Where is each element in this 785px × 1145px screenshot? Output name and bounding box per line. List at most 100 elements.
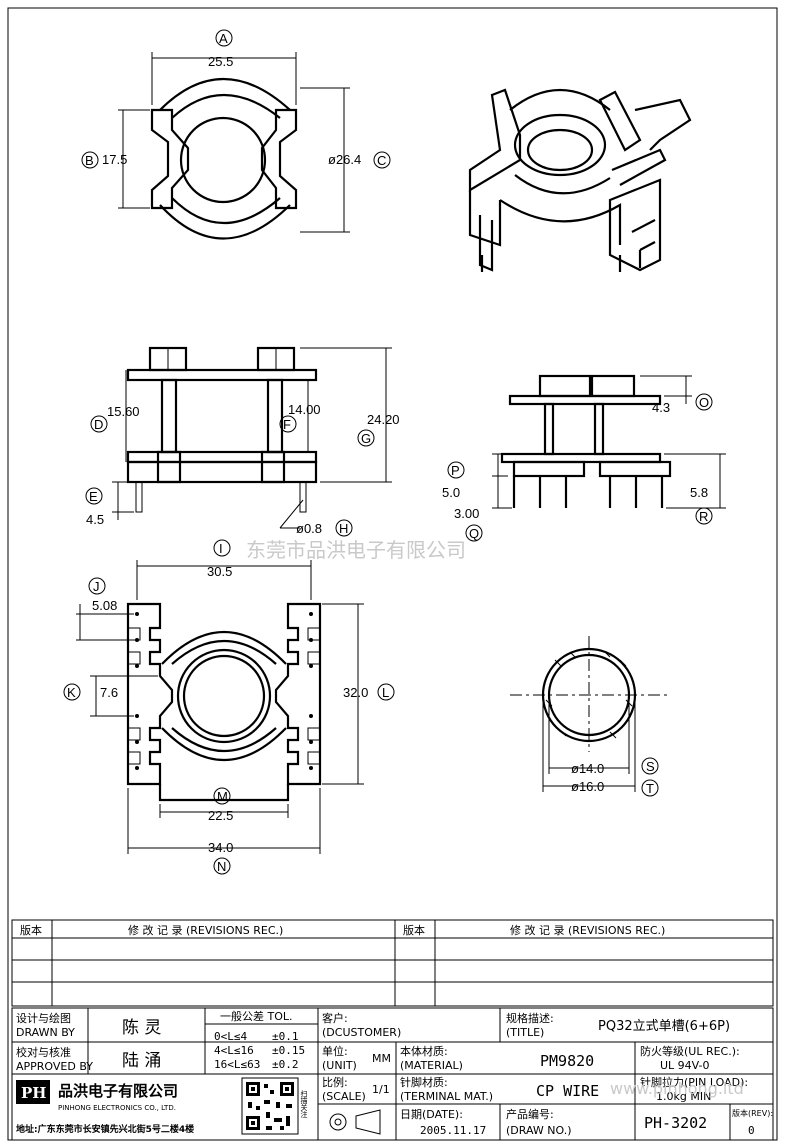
scale-label-en: (SCALE) bbox=[322, 1090, 366, 1103]
side-view: 4.3 O P 5.0 3.00 Q 5.8 R bbox=[442, 374, 726, 542]
tol-1-value: ±0.1 bbox=[272, 1030, 299, 1043]
label-M: M bbox=[217, 789, 228, 804]
rev-label: 版本(REV): bbox=[732, 1108, 773, 1118]
label-I: I bbox=[219, 541, 223, 556]
dim-I-value: 30.5 bbox=[207, 564, 232, 579]
material-value: PM9820 bbox=[540, 1052, 594, 1070]
label-E: E bbox=[89, 489, 98, 504]
top-view-lower-arc bbox=[159, 204, 291, 240]
qr-caption: 扫描关注 bbox=[300, 1089, 308, 1119]
dim-A-value: 25.5 bbox=[208, 54, 233, 69]
dim-E-value: 4.5 bbox=[86, 512, 104, 527]
dim-F-value: 14.00 bbox=[288, 402, 321, 417]
label-D: D bbox=[94, 417, 103, 432]
date-value: 2005.11.17 bbox=[420, 1124, 486, 1137]
dim-R-value: 5.8 bbox=[690, 485, 708, 500]
drawno-label-en: (DRAW NO.) bbox=[506, 1124, 571, 1137]
material-label-en: (MATERIAL) bbox=[400, 1059, 463, 1072]
top-view-upper-arc bbox=[159, 78, 291, 111]
label-O: O bbox=[699, 395, 709, 410]
dim-T-value: ø16.0 bbox=[571, 779, 604, 794]
pin-load-label: 针脚拉力(PIN LOAD): bbox=[640, 1075, 748, 1089]
unit-label-cn: 单位: bbox=[322, 1044, 348, 1058]
rev-value: 0 bbox=[748, 1124, 755, 1137]
fire-value: UL 94V-0 bbox=[660, 1059, 710, 1072]
unit-value: MM bbox=[372, 1052, 391, 1065]
isometric-view bbox=[468, 88, 692, 272]
dim-H-value: ø0.8 bbox=[296, 521, 322, 536]
label-N: N bbox=[217, 859, 226, 874]
label-C: C bbox=[377, 153, 386, 168]
dim-Q-value: 3.00 bbox=[454, 506, 479, 521]
customer-label-cn: 客户: bbox=[322, 1011, 348, 1025]
tol-2-range: 4<L≤16 bbox=[214, 1044, 254, 1057]
right-pin-rail bbox=[274, 602, 322, 786]
fire-label: 防火等级(UL REC.): bbox=[640, 1044, 740, 1058]
terminal-value: CP WIRE bbox=[536, 1082, 599, 1100]
front-view: 15.60 D 14.00 F 24.20 G 4.5 E ø0.8 H bbox=[85, 346, 400, 537]
projection-symbol-circle bbox=[329, 1113, 347, 1131]
dim-O-value: 4.3 bbox=[652, 400, 670, 415]
bottom-view: 30.5 I 5.08 J 7.6 K 32.0 L 22.5 M 3 bbox=[63, 539, 395, 875]
terminal-label-cn: 针脚材质: bbox=[400, 1075, 448, 1089]
scale-label-cn: 比例: bbox=[322, 1075, 348, 1089]
watermark: 东莞市品洪电子有限公司 bbox=[246, 538, 466, 562]
section-view: ø14.0 ø16.0 S T bbox=[510, 636, 668, 797]
bottom-view-bore-inner bbox=[182, 654, 266, 738]
label-F: F bbox=[283, 417, 291, 432]
drawno-value: PH-3202 bbox=[644, 1114, 707, 1132]
approved-label-en: APPROVED BY bbox=[16, 1060, 93, 1073]
tol-1-range: 0<L≤4 bbox=[214, 1030, 247, 1043]
company-logo-text: PH bbox=[21, 1084, 46, 1102]
rev-col1-header: 版本 bbox=[20, 923, 42, 937]
rev-col3-header: 版本 bbox=[403, 923, 425, 937]
label-Q: Q bbox=[469, 526, 479, 541]
dim-M-value: 22.5 bbox=[208, 808, 233, 823]
company-name: 品洪电子有限公司 bbox=[58, 1082, 178, 1100]
dim-J-value: 5.08 bbox=[92, 598, 117, 613]
company-en: PINHONG ELECTRONICS CO., LTD. bbox=[58, 1104, 176, 1112]
company-logo bbox=[16, 1080, 50, 1104]
dim-L-value: 32.0 bbox=[343, 685, 368, 700]
pin-load-value: 1.0kg MIN bbox=[656, 1090, 711, 1103]
label-G: G bbox=[361, 431, 371, 446]
label-S: S bbox=[646, 759, 655, 774]
rev-col2-header: 修 改 记 录 (REVISIONS REC.) bbox=[128, 923, 283, 937]
drawn-label-en: DRAWN BY bbox=[16, 1026, 75, 1039]
dim-B-value: 17.5 bbox=[102, 152, 127, 167]
label-J: J bbox=[93, 579, 100, 594]
top-view-right-flange bbox=[260, 108, 298, 210]
label-R: R bbox=[699, 509, 708, 524]
date-label: 日期(DATE): bbox=[400, 1108, 463, 1121]
customer-label-en: (DCUSTOMER) bbox=[322, 1026, 401, 1039]
tol-2-value: ±0.15 bbox=[272, 1044, 305, 1057]
drawno-label-cn: 产品编号: bbox=[506, 1107, 554, 1121]
material-label-cn: 本体材质: bbox=[400, 1044, 448, 1058]
tol-title: 一般公差 TOL. bbox=[220, 1009, 293, 1023]
drawn-label-cn: 设计与绘图 bbox=[16, 1011, 71, 1025]
rev-col4-header: 修 改 记 录 (REVISIONS REC.) bbox=[510, 923, 665, 937]
dim-C-value: ø26.4 bbox=[328, 152, 361, 167]
label-T: T bbox=[646, 781, 654, 796]
dim-G-value: 24.20 bbox=[367, 412, 400, 427]
qr-code bbox=[241, 1077, 299, 1135]
tol-3-value: ±0.2 bbox=[272, 1058, 299, 1071]
label-L: L bbox=[382, 685, 389, 700]
dim-P-value: 5.0 bbox=[442, 485, 460, 500]
dim-N-value: 34.0 bbox=[208, 840, 233, 855]
title-label-en: (TITLE) bbox=[506, 1026, 544, 1039]
label-P: P bbox=[451, 463, 460, 478]
label-K: K bbox=[67, 685, 76, 700]
top-view-left-flange bbox=[150, 108, 190, 210]
dim-S-value: ø14.0 bbox=[571, 761, 604, 776]
top-view-bore bbox=[179, 116, 267, 204]
address: 地址:广东东莞市长安镇先兴北街5号二楼4楼 bbox=[16, 1123, 194, 1135]
approved-label-cn: 校对与核准 bbox=[16, 1045, 71, 1059]
label-A: A bbox=[219, 31, 228, 46]
top-view: 25.5 A 17.5 B ø26.4 C bbox=[81, 29, 391, 240]
terminal-label-en: (TERMINAL MAT.) bbox=[400, 1090, 493, 1103]
dim-K-value: 7.6 bbox=[100, 685, 118, 700]
scale-value: 1/1 bbox=[372, 1083, 390, 1096]
revisions-table: 版本 修 改 记 录 (REVISIONS REC.) 版本 修 改 记 录 (… bbox=[11, 919, 774, 1007]
